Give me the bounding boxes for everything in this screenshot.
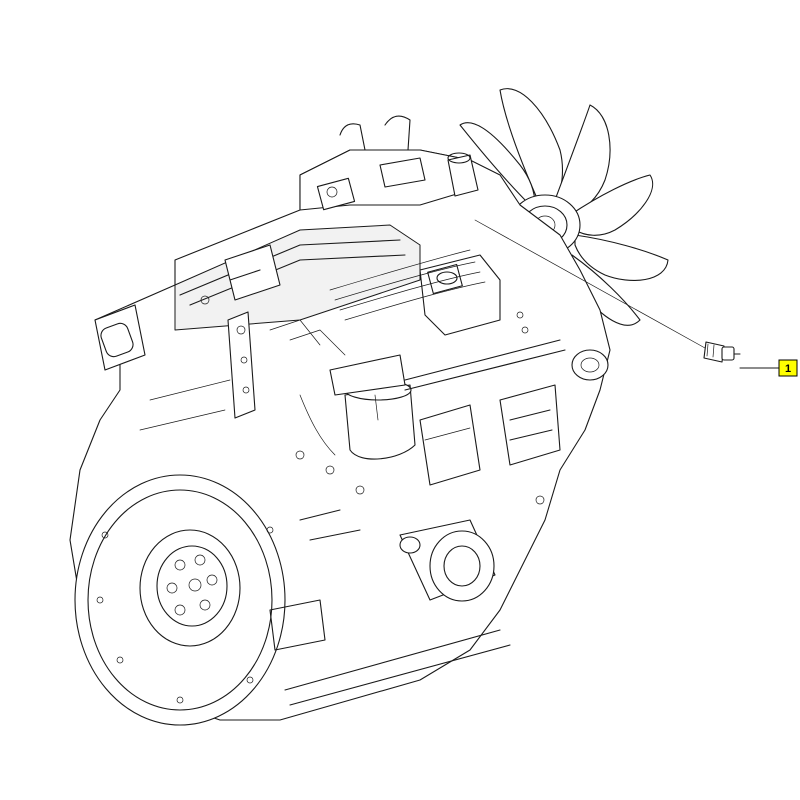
callout-1: 1 (739, 359, 798, 377)
fuel-filter (329, 354, 416, 460)
flywheel (74, 474, 286, 726)
oil-filter (399, 519, 496, 602)
sensor-part-1 (474, 219, 741, 363)
callout-box-1 (778, 359, 798, 377)
engine-block (69, 115, 611, 726)
callout-number-1: 1 (785, 363, 791, 375)
